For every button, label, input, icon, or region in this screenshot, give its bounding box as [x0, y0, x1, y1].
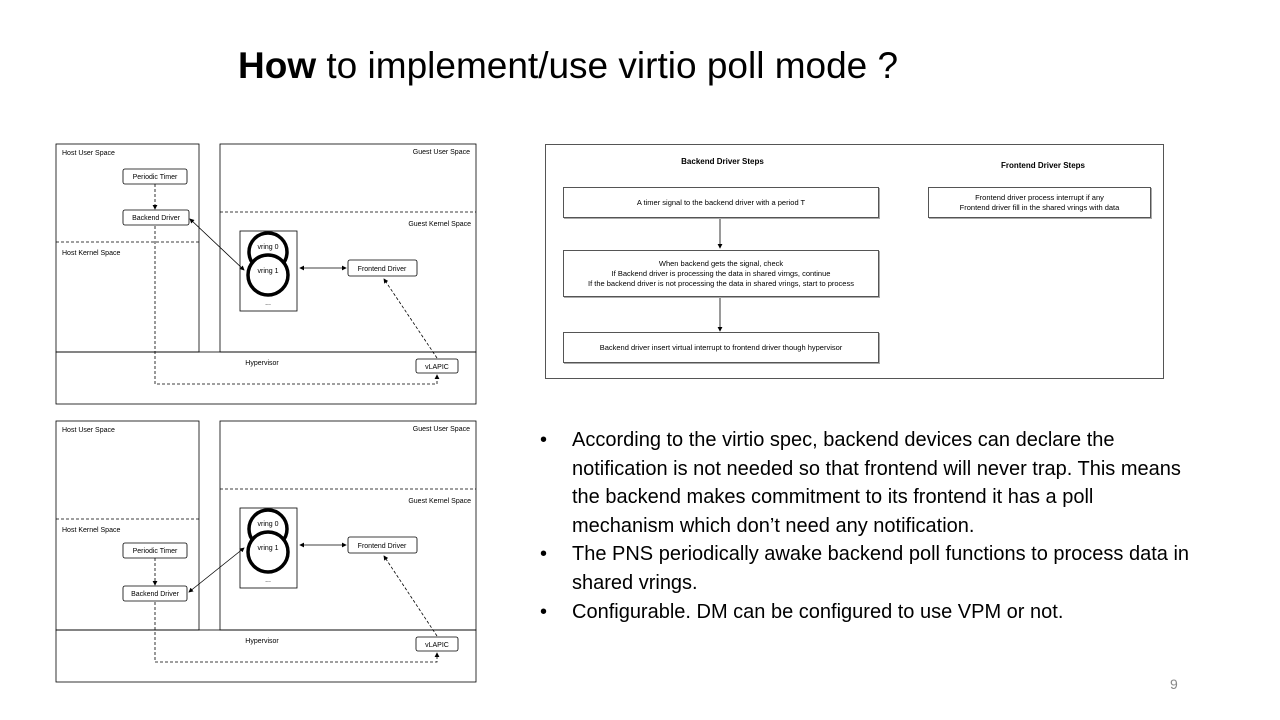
guest-user-space-label: Guest User Space	[413, 426, 470, 433]
frontend-driver-box	[347, 536, 418, 554]
guest-kernel-space-label: Guest Kernel Space	[408, 221, 471, 228]
backend-step-2-line2: If Backend driver is processing the data…	[611, 268, 831, 278]
backend-step-3: Backend driver insert virtual interrupt …	[563, 332, 879, 363]
vring-ellipsis: ...	[265, 577, 271, 584]
backend-steps-header: Backend Driver Steps	[681, 157, 764, 166]
guest-user-space-label: Guest User Space	[413, 149, 470, 156]
bullet-text-3: Configurable. DM can be configured to us…	[572, 600, 1064, 623]
bullet-dot: •	[540, 543, 548, 566]
frontend-step-line1: Frontend driver process interrupt if any	[975, 192, 1104, 202]
bullet-item-1: • According to the virtio spec, backend d…	[540, 426, 1200, 540]
bullet-text-1: According to the virtio spec, backend de…	[572, 429, 1181, 537]
vring0-label: vring 0	[257, 521, 278, 528]
backend-step-2: When backend gets the signal, check If B…	[563, 250, 879, 297]
vring-container	[239, 230, 298, 312]
host-user-space-label: Host User Space	[62, 427, 115, 434]
host-user-space-panel	[55, 420, 200, 631]
periodic-timer-label: Periodic Timer	[133, 548, 178, 555]
vlapic-to-frontend-arrow	[383, 555, 438, 637]
frontend-driver-label: Frontend Driver	[358, 266, 407, 273]
vring1-label: vring 1	[257, 545, 278, 552]
backend-step-1-text: A timer signal to the backend driver wit…	[636, 197, 806, 207]
vring-ellipsis: ...	[265, 300, 271, 307]
backend-driver-box	[122, 585, 188, 602]
vring1-circle	[246, 530, 290, 574]
hypervisor-panel	[55, 351, 477, 405]
backend-to-vlapic-path	[154, 602, 440, 663]
vlapic-to-frontend-arrow	[383, 278, 438, 359]
periodic-timer-label: Periodic Timer	[133, 174, 178, 181]
bullet-item-2: • The PNS periodically awake backend poll…	[540, 540, 1200, 597]
vlapic-label: vLAPIC	[425, 364, 449, 371]
vlapic-box	[415, 358, 459, 374]
backend-step-3-text: Backend driver insert virtual interrupt …	[599, 342, 843, 352]
bullet-item-3: • Configurable. DM can be configured to u…	[540, 598, 1200, 627]
backend-driver-label: Backend Driver	[131, 591, 180, 598]
host-user-space-label: Host User Space	[62, 150, 115, 157]
diagram-top	[55, 143, 477, 405]
frontend-driver-box	[347, 259, 418, 277]
diagram-bottom	[55, 420, 477, 683]
backend-step-1: A timer signal to the backend driver wit…	[563, 187, 879, 218]
frontend-steps-header: Frontend Driver Steps	[1000, 161, 1085, 170]
backend-to-vlapic-path	[154, 226, 440, 385]
bullet-list: • According to the virtio spec, backend d…	[540, 426, 1200, 626]
host-kernel-space-label: Host Kernel Space	[62, 250, 120, 257]
driver-steps-panel: Backend Driver Steps Frontend Driver Ste…	[545, 144, 1164, 379]
hypervisor-panel	[55, 629, 477, 683]
host-kernel-space-label: Host Kernel Space	[62, 527, 120, 534]
backend-step-2-line1: When backend gets the signal, check	[658, 258, 784, 268]
host-user-space-panel	[55, 143, 200, 353]
vlapic-box	[415, 636, 459, 652]
bullet-dot: •	[540, 600, 548, 623]
bullet-dot: •	[540, 429, 548, 451]
backend-driver-label: Backend Driver	[132, 215, 181, 222]
frontend-step-line2: Frontend driver fill in the shared vring…	[959, 202, 1120, 212]
hypervisor-label: Hypervisor	[245, 638, 279, 645]
vlapic-label: vLAPIC	[425, 642, 449, 649]
title-bold: How	[238, 45, 317, 86]
slide-title: How to implement/use virtio poll mode ?	[238, 40, 898, 92]
title-rest: to implement/use virtio poll mode ?	[316, 45, 899, 86]
bullet-text-2: The PNS periodically awake backend poll …	[572, 543, 1190, 594]
backend-driver-box	[122, 209, 190, 226]
page-number: 9	[1170, 676, 1178, 692]
vring1-label: vring 1	[257, 268, 278, 275]
backend-to-vring-arrow	[189, 218, 245, 271]
frontend-step: Frontend driver process interrupt if any…	[928, 187, 1151, 218]
frontend-driver-label: Frontend Driver	[358, 543, 407, 550]
guest-kernel-space-label: Guest Kernel Space	[408, 498, 471, 505]
vring0-label: vring 0	[257, 244, 278, 251]
backend-step-2-line3: If the backend driver is not processing …	[588, 278, 854, 288]
backend-to-vring-arrow	[188, 547, 245, 593]
hypervisor-label: Hypervisor	[245, 360, 279, 367]
vring1-circle	[246, 253, 290, 297]
